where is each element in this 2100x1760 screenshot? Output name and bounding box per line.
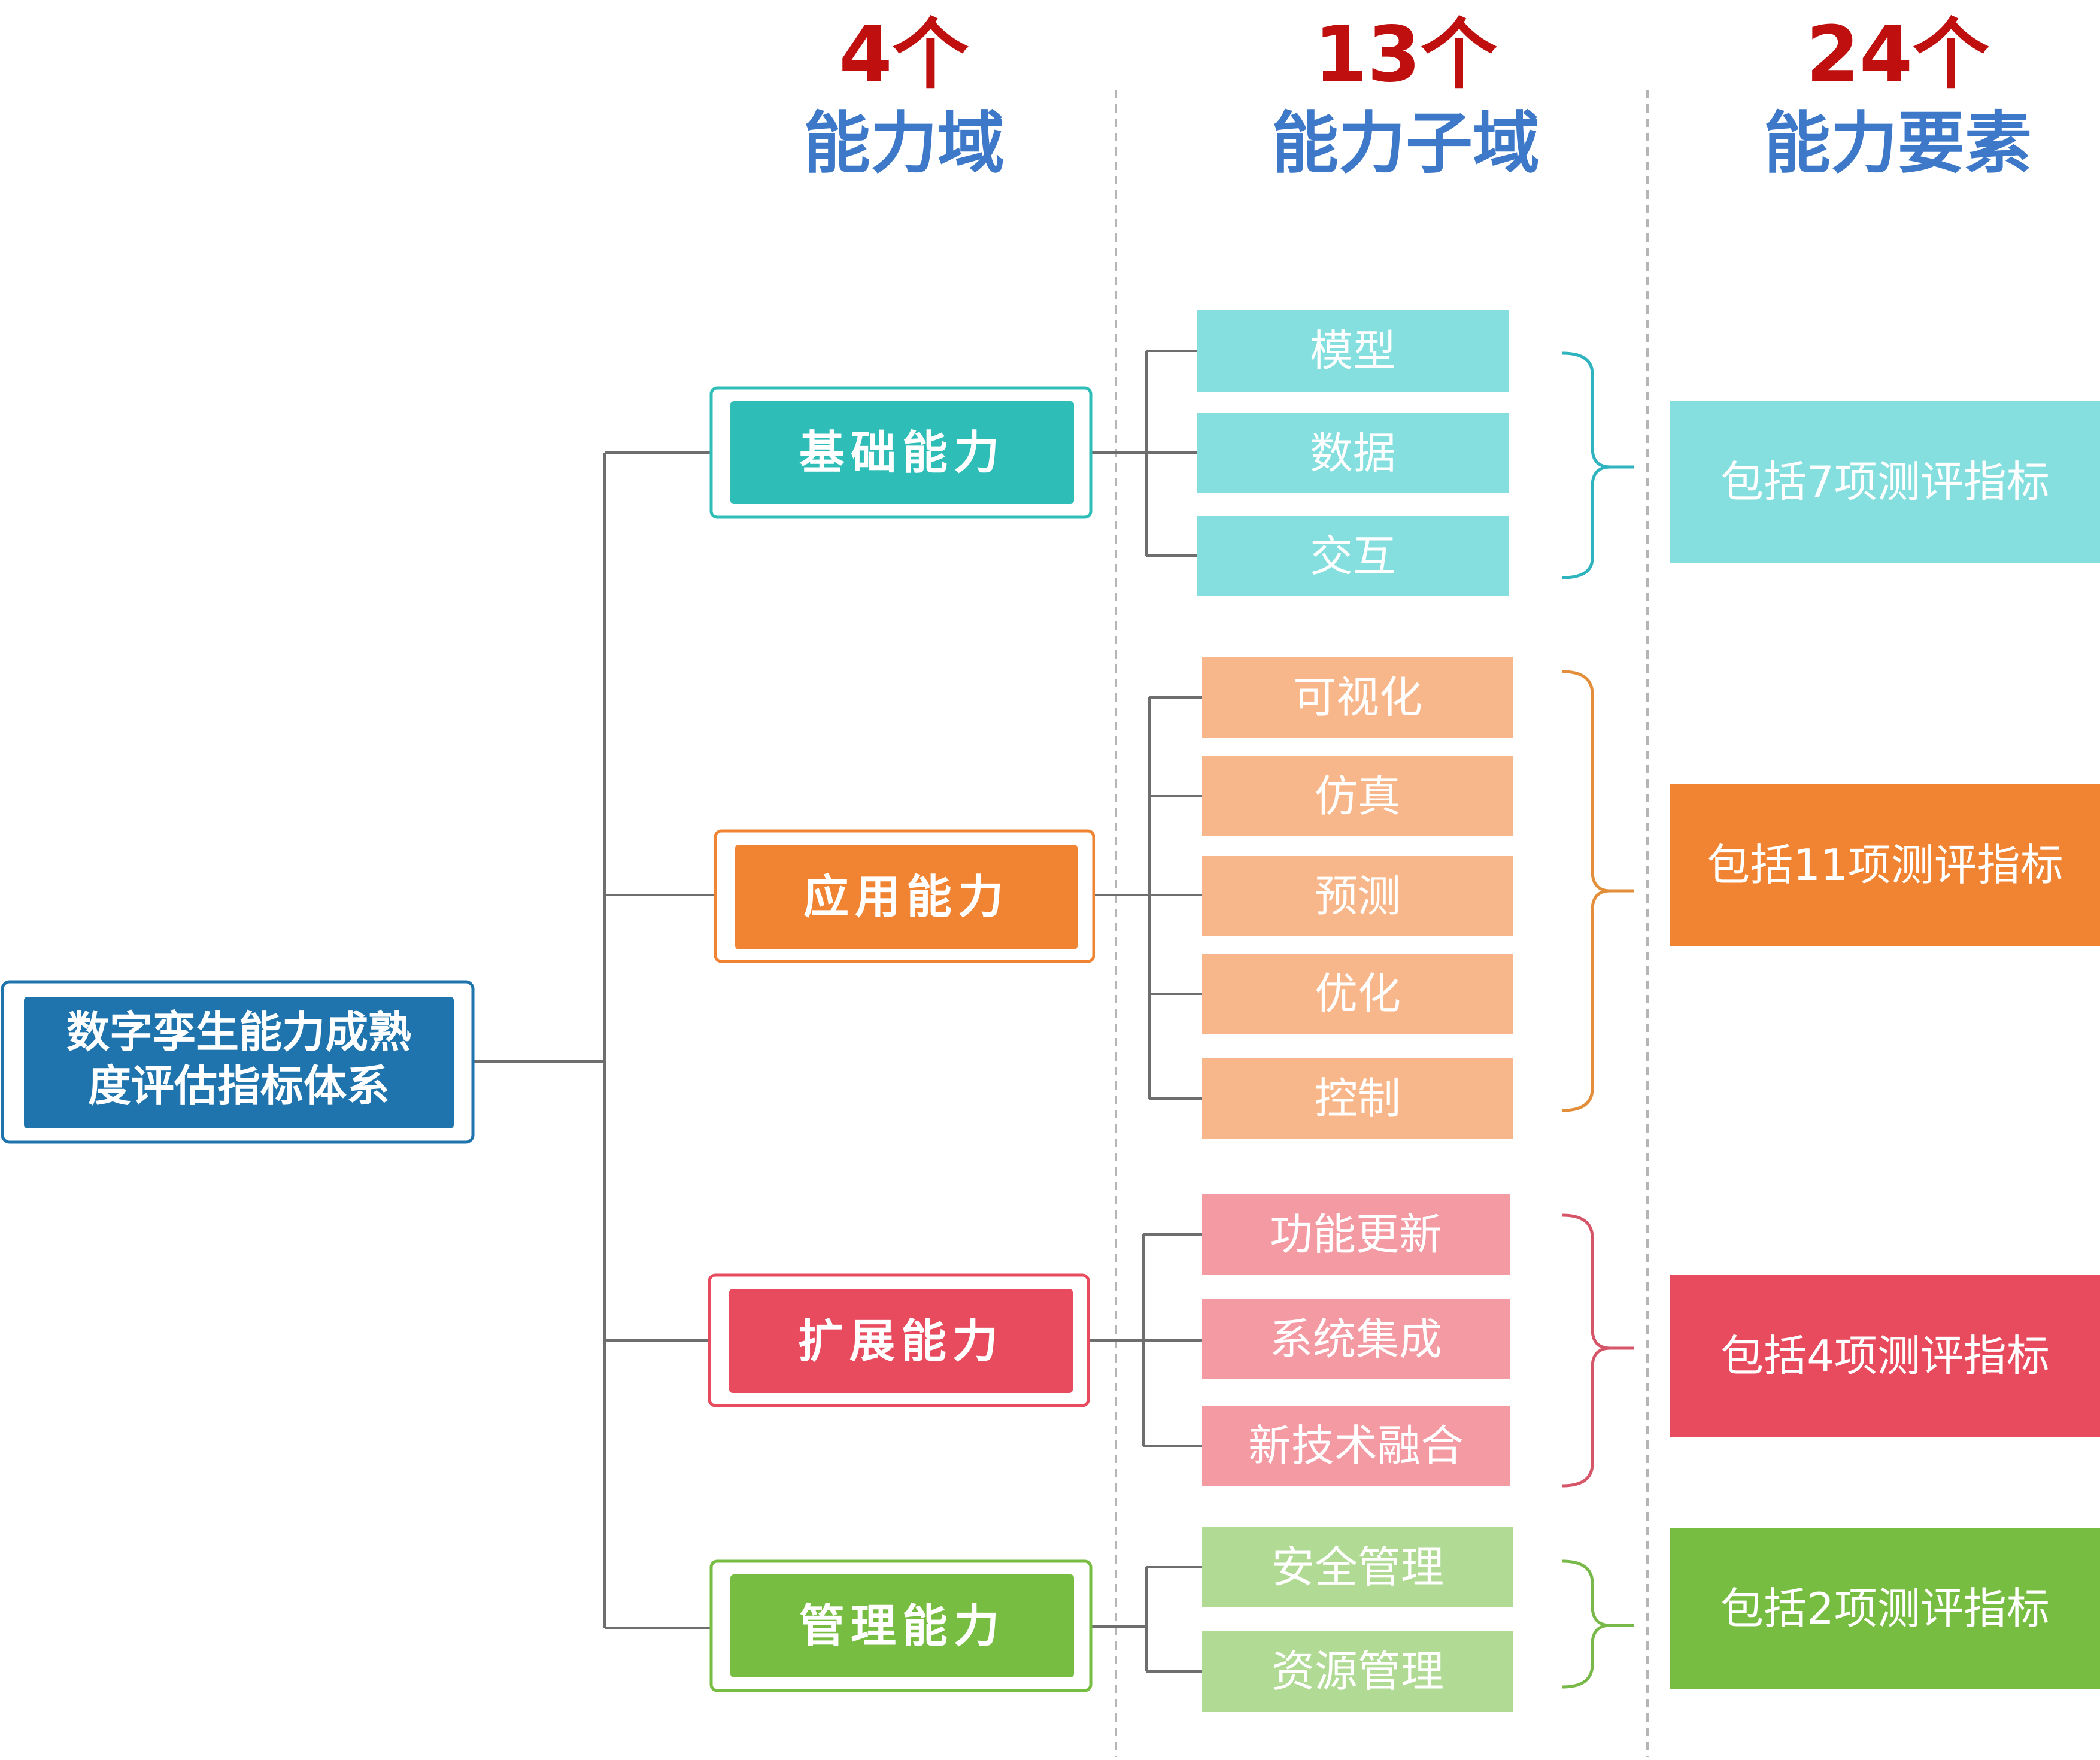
domain-extension: 扩展能力 功能更新 系统集成 新技术融合 包括4项测评指标	[708, 1194, 2100, 1488]
header-elements-count: 24个	[1806, 10, 1989, 99]
subdomain-system-integration	[1202, 1299, 1510, 1379]
domain-extension-box	[729, 1289, 1073, 1393]
subdomain-optimization-label: 优化	[1315, 969, 1401, 1019]
subdomain-visualization	[1202, 657, 1513, 738]
subdomain-control-label: 控制	[1315, 1073, 1401, 1124]
subdomain-security-management-label: 安全管理	[1271, 1542, 1444, 1592]
element-extension	[1670, 1275, 2100, 1437]
root-node: 数字孪生能力成熟 度评估指标体系	[1, 980, 475, 1144]
domain-basic: 基础能力 模型 数据 交互 包括7项测评指标	[709, 310, 2100, 596]
subdomain-model-label: 模型	[1310, 326, 1396, 376]
subdomain-function-update-label: 功能更新	[1270, 1209, 1442, 1260]
element-basic	[1670, 401, 2100, 563]
element-extension-label: 包括4项测评指标	[1720, 1331, 2050, 1381]
domain-extension-bracket	[1562, 1213, 1634, 1488]
element-basic-label: 包括7项测评指标	[1720, 457, 2050, 507]
header-elements: 24个 能力要素	[1764, 10, 2032, 183]
domain-basic-connector	[1091, 350, 1197, 557]
subdomain-new-tech-fusion	[1202, 1406, 1510, 1486]
subdomain-interaction	[1197, 516, 1509, 596]
domain-management-connector	[1091, 1566, 1202, 1673]
domain-application: 应用能力 可视化 仿真 预测 优化 控制 包括11项测评指标	[714, 657, 2100, 1139]
header-subdomains-count: 13个	[1314, 10, 1497, 99]
subdomain-optimization	[1202, 954, 1513, 1034]
domain-application-label: 应用能力	[803, 870, 1009, 924]
root-title-line2: 度评估指标体系	[88, 1061, 390, 1111]
subdomain-function-update	[1202, 1194, 1510, 1275]
element-application-label: 包括11项测评指标	[1707, 840, 2063, 890]
domain-application-bracket	[1562, 670, 1634, 1112]
domain-basic-bracket	[1562, 351, 1634, 579]
domain-application-box	[735, 845, 1078, 949]
subdomain-new-tech-fusion-label: 新技术融合	[1248, 1421, 1464, 1471]
domain-management-bracket	[1562, 1559, 1634, 1689]
domain-application-connector	[1094, 696, 1202, 1100]
header-subdomains-label: 能力子域	[1271, 105, 1540, 183]
root-node-box	[24, 997, 454, 1128]
domain-basic-label: 基础能力	[799, 426, 1005, 480]
domain-management-box	[730, 1574, 1074, 1677]
header-domains-label: 能力域	[803, 105, 1005, 183]
element-management	[1670, 1528, 2100, 1689]
header-domains-count: 4个	[839, 10, 969, 99]
subdomain-simulation	[1202, 756, 1513, 836]
subdomain-prediction	[1202, 856, 1513, 936]
root-connector	[473, 451, 715, 1629]
element-application	[1670, 784, 2100, 946]
subdomain-data	[1197, 413, 1509, 493]
domain-basic-box	[730, 401, 1074, 504]
subdomain-resource-management	[1202, 1631, 1513, 1712]
domain-extension-connector	[1088, 1233, 1202, 1447]
header-domains: 4个 能力域	[803, 10, 1005, 183]
subdomain-visualization-label: 可视化	[1293, 672, 1422, 723]
element-management-label: 包括2项测评指标	[1720, 1583, 2050, 1634]
subdomain-interaction-label: 交互	[1310, 531, 1396, 581]
subdomain-prediction-label: 预测	[1315, 871, 1401, 921]
subdomain-control	[1202, 1058, 1513, 1139]
root-title-line1: 数字孪生能力成熟	[66, 1007, 411, 1057]
header-elements-label: 能力要素	[1764, 105, 2032, 183]
subdomain-simulation-label: 仿真	[1315, 771, 1401, 821]
header-subdomains: 13个 能力子域	[1271, 10, 1540, 183]
subdomain-system-integration-label: 系统集成	[1270, 1314, 1442, 1364]
subdomain-model	[1197, 310, 1509, 392]
subdomain-data-label: 数据	[1310, 428, 1396, 478]
subdomain-security-management	[1202, 1527, 1513, 1607]
domain-management-label: 管理能力	[799, 1600, 1005, 1653]
domain-management: 管理能力 安全管理 资源管理 包括2项测评指标	[709, 1527, 2100, 1712]
subdomain-resource-management-label: 资源管理	[1271, 1646, 1444, 1697]
domain-extension-label: 扩展能力	[798, 1315, 1004, 1368]
